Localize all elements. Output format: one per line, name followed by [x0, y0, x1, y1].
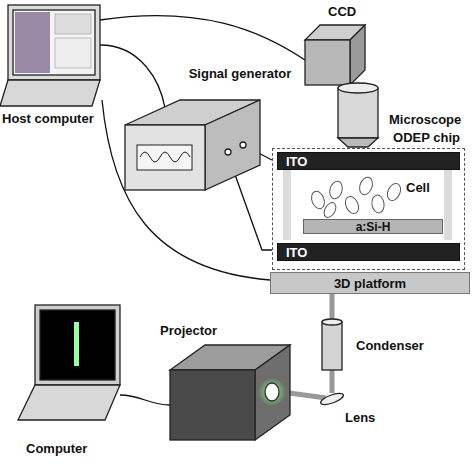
- projector-box: [265, 383, 279, 401]
- layer-label: 3D platform: [334, 277, 406, 290]
- cable: [120, 395, 170, 405]
- laptop-icon: [0, 5, 100, 106]
- signal-generator-box: [225, 149, 231, 155]
- device-label: Lens: [345, 410, 395, 426]
- signal-generator-box: [205, 100, 260, 190]
- layer-label: ITO: [286, 246, 307, 259]
- cable: [102, 100, 270, 280]
- device-label: Microscope: [389, 112, 471, 128]
- signal-generator-box: [125, 125, 205, 190]
- projector-box: [258, 378, 286, 406]
- signal-generator-box: [140, 152, 190, 162]
- microscope-objective: [338, 88, 378, 138]
- laptop-icon: [0, 80, 100, 106]
- device-label: Signal generator: [185, 66, 295, 82]
- electrode-layer: ITO: [277, 243, 460, 261]
- laptop-icon: [35, 305, 120, 385]
- projector-box: [255, 345, 290, 440]
- laptop-icon: [40, 310, 115, 380]
- chip-spacer: [283, 170, 291, 240]
- device-label: CCD: [328, 4, 368, 20]
- chip-spacer: [444, 170, 452, 240]
- chip-outline: ODEP chipITOa:Si-HITO: [272, 148, 465, 270]
- lens: [319, 391, 344, 407]
- ccd-camera: [305, 25, 365, 85]
- device-label: Projector: [160, 323, 250, 339]
- ccd-camera: [305, 40, 350, 85]
- projector-box: [170, 370, 255, 440]
- device-label: Computer: [26, 441, 116, 457]
- condenser-lens: [322, 319, 342, 325]
- signal-generator-box: [125, 100, 260, 190]
- light-beam: [330, 294, 335, 320]
- cell-label: Cell: [406, 180, 442, 196]
- cell-symbol: [309, 175, 403, 219]
- device-label: Host computer: [2, 111, 102, 127]
- signal-generator-box: [240, 142, 246, 148]
- electrode-layer: ITO: [277, 152, 460, 170]
- cell-symbol: [371, 194, 386, 214]
- ccd-camera: [350, 25, 365, 85]
- chip-spacer: [283, 170, 452, 240]
- laptop-icon: [18, 305, 120, 420]
- microscope-objective: [338, 83, 378, 147]
- laptop-icon: [55, 14, 91, 34]
- lens: [319, 391, 344, 407]
- cable: [100, 16, 305, 405]
- microscope-objective: [338, 83, 378, 93]
- stage-platform: 3D platform: [270, 272, 470, 294]
- device-label: Condenser: [356, 338, 446, 354]
- layer-label: ITO: [286, 155, 307, 168]
- condenser-lens: [322, 322, 342, 370]
- layer-label: a:Si-H: [356, 221, 391, 233]
- projector-box: [170, 345, 290, 440]
- cell-symbol: [357, 175, 374, 196]
- microscope-objective: [338, 138, 378, 147]
- cell-symbol: [328, 180, 344, 200]
- light-beam: [330, 370, 335, 393]
- laptop-icon: [55, 38, 91, 68]
- cell-symbol: [385, 181, 403, 202]
- laptop-icon: [18, 385, 120, 420]
- signal-generator-box: [137, 145, 192, 170]
- laptop-icon: [74, 322, 79, 366]
- laptop-icon: [13, 10, 95, 75]
- cell-symbol: [322, 201, 339, 220]
- cell-symbol: [343, 194, 361, 215]
- cable: [100, 45, 165, 108]
- chip-heading: ODEP chip: [393, 130, 460, 146]
- laptop-icon: [15, 12, 50, 73]
- cell-symbol: [309, 189, 326, 210]
- photoconductive-layer: a:Si-H: [303, 219, 443, 234]
- condenser-lens: [322, 319, 342, 370]
- laptop-icon: [8, 5, 100, 80]
